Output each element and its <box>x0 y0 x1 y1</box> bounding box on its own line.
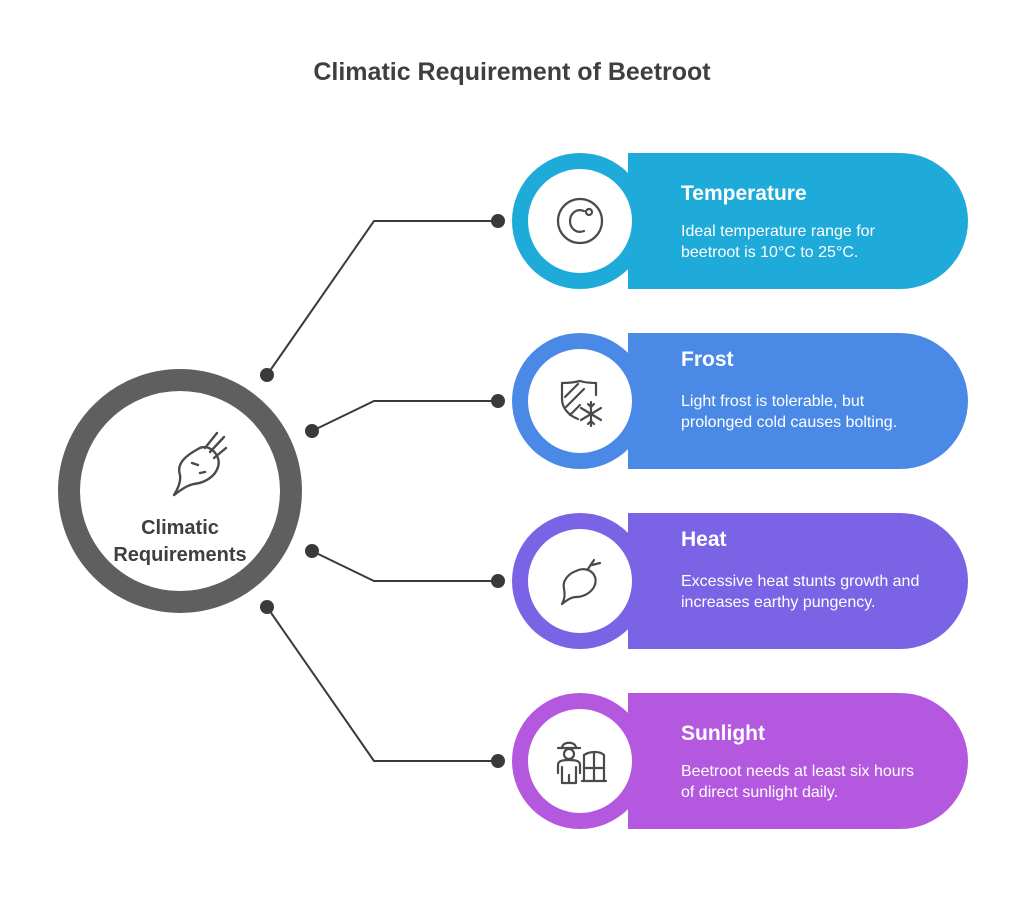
card-description: Beetroot needs at least six hours of dir… <box>681 763 915 801</box>
icon-ring <box>512 513 648 649</box>
card-title: Sunlight <box>681 722 765 745</box>
celsius-icon <box>556 197 604 245</box>
connector-dot <box>305 544 319 558</box>
hub-circle: Climatic Requirements <box>58 369 302 613</box>
icon-ring <box>512 153 648 289</box>
connector-dot <box>491 574 505 588</box>
hub-label-line1: Climatic <box>141 517 219 539</box>
card-description: Light frost is tolerable, but prolonged … <box>681 393 898 431</box>
connector-dot <box>260 368 274 382</box>
card-pill <box>628 333 968 469</box>
card-pill <box>628 693 968 829</box>
card-description: Excessive heat stunts growth and increas… <box>681 573 920 611</box>
hub-label-line2: Requirements <box>113 544 247 566</box>
connector-dot <box>260 600 274 614</box>
card-pill <box>628 153 968 289</box>
frost-shield-icon <box>560 379 603 428</box>
beet-icon <box>560 558 602 606</box>
card-title: Frost <box>681 348 734 371</box>
card-temperature: Temperature Ideal temperature range for … <box>512 153 968 289</box>
connector-heat <box>311 550 498 582</box>
hub-label: Climatic Requirements <box>80 515 280 569</box>
connector-dot <box>491 394 505 408</box>
farmer-crop-icon <box>556 741 608 785</box>
connector-frost <box>311 400 498 432</box>
card-title: Heat <box>681 528 727 551</box>
connector-dot <box>491 214 505 228</box>
card-title: Temperature <box>681 182 807 205</box>
connector-sunlight <box>266 606 498 762</box>
card-description: Ideal temperature range for beetroot is … <box>681 223 875 261</box>
connector-dot <box>305 424 319 438</box>
connector-temperature <box>266 220 498 376</box>
icon-ring <box>512 333 648 469</box>
connector-dot <box>491 754 505 768</box>
card-heat: Heat Excessive heat stunts growth and in… <box>512 513 968 649</box>
icon-ring <box>512 693 648 829</box>
page-title: Climatic Requirement of Beetroot <box>313 58 711 86</box>
card-sunlight: Sunlight Beetroot needs at least six hou… <box>512 693 968 829</box>
card-frost: Frost Light frost is tolerable, but prol… <box>512 333 968 469</box>
beetroot-icon <box>172 431 228 497</box>
card-pill <box>628 513 968 649</box>
